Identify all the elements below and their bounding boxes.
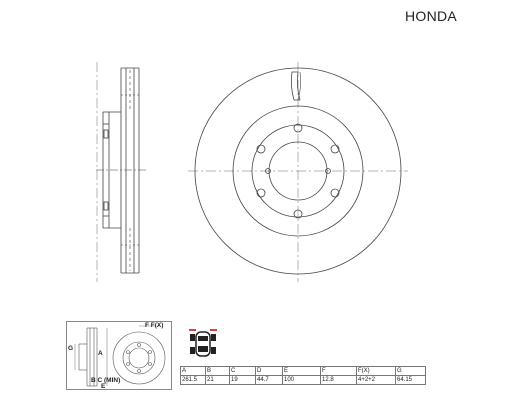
spec-table: A B C D E F F(X) G 261.5 21 19 44.7 100 … [180,366,426,385]
disc-front-view [188,62,408,282]
spec-value-row: 261.5 21 19 44.7 100 12.8 4+2+2 64.15 [180,375,426,385]
spec-value-a: 261.5 [180,375,206,385]
spec-value-b: 21 [205,375,230,385]
spec-value-g: 64.15 [395,375,426,385]
spec-header-e: E [282,366,321,376]
spec-value-e: 100 [282,375,321,385]
brake-disc-drawing [96,62,408,282]
dimension-legend-drawing: F F(X) G A B C (MIN) E [66,321,172,390]
label-g: G [68,345,74,352]
spec-header-g: G [395,366,426,376]
label-a: A [98,350,103,357]
spec-header-c: C [229,366,256,376]
spec-header-fx: F(X) [356,366,396,376]
car-front-axle-icon [189,329,217,357]
brand-title: HONDA [405,8,458,24]
spec-header-d: D [255,366,283,376]
dimension-thumbnail [74,325,166,387]
spec-header-a: A [180,366,206,376]
disc-side-view [96,62,146,282]
spec-value-fx: 4+2+2 [356,375,396,385]
spec-header-f: F [320,366,357,376]
spec-value-d: 44.7 [255,375,283,385]
spec-value-c: 19 [229,375,256,385]
spec-value-f: 12.8 [320,375,357,385]
label-b-c-min: B C (MIN) [91,377,121,384]
label-f-fx: F F(X) [145,322,164,329]
spec-header-b: B [205,366,230,376]
label-e: E [101,383,106,390]
spec-header-row: A B C D E F F(X) G [180,366,426,376]
